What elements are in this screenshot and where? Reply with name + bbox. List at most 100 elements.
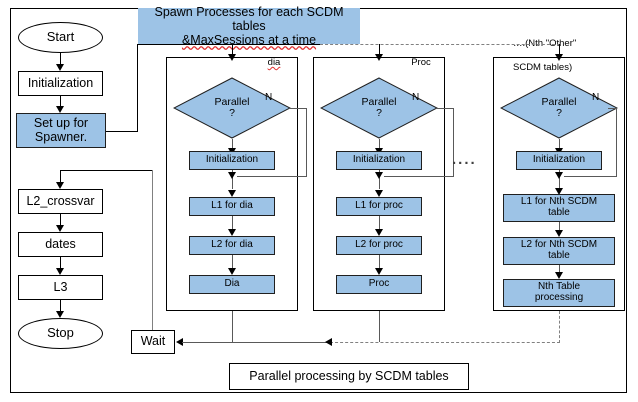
nth-l2-to-final xyxy=(559,265,560,277)
dia-l2-to-dia xyxy=(232,255,233,271)
node-stop: Stop xyxy=(18,318,103,349)
arrowhead-wait-left xyxy=(176,338,183,346)
node-nth-l2: L2 for Nth SCDM table xyxy=(503,237,615,265)
proc-init-to-l1 xyxy=(379,170,380,189)
group-label-dia-text: dia xyxy=(267,57,281,68)
arrowhead-nth-l1 xyxy=(555,188,563,195)
dia-yes-branch xyxy=(232,139,233,151)
nth-l1-to-l2 xyxy=(559,222,560,234)
decision-proc-label-wrap: Parallel ? xyxy=(334,86,424,130)
node-nth-l2-label: L2 for Nth SCDM table xyxy=(520,239,598,261)
node-l2-crossvar: L2_crossvar xyxy=(18,189,103,214)
node-dia-l1-label: L1 for dia xyxy=(211,200,253,212)
decision-diamond-nth xyxy=(500,77,618,139)
connector-start-to-init xyxy=(60,53,61,66)
return-dia-down xyxy=(232,311,233,342)
arrowhead-proc-final xyxy=(375,268,383,275)
proc-no-branch-return xyxy=(384,176,454,177)
dia-no-branch-v xyxy=(306,108,307,176)
distribution-line-left xyxy=(137,44,321,45)
arrowhead-proc-l1 xyxy=(375,190,383,197)
decision-nth-label: Parallel ? xyxy=(541,95,577,119)
node-initialization-label: Initialization xyxy=(27,75,94,90)
node-wait-label: Wait xyxy=(140,334,166,349)
nth-init-to-l1 xyxy=(559,170,560,189)
connector-wait-up xyxy=(152,170,153,330)
decision-diamond-dia xyxy=(173,77,291,139)
node-proc-l1: L1 for proc xyxy=(336,197,422,216)
group-label-proc-text: Proc xyxy=(411,57,431,68)
arrowhead-nth-l2 xyxy=(555,230,563,237)
nth-other-note-line2: SCDM tables) xyxy=(513,61,573,73)
node-dia-l1: L1 for dia xyxy=(189,197,275,216)
decision-nth-label-wrap: Parallel ? xyxy=(514,86,604,130)
node-dia-l2: L2 for dia xyxy=(189,236,275,255)
arrowhead-proc-merge xyxy=(375,172,383,179)
nth-other-note: ….(Nth "Other" SCDM tables) xyxy=(513,26,625,74)
node-proc-initialization: Initialization xyxy=(336,151,422,170)
dia-no-branch-return xyxy=(237,176,307,177)
dia-l1-to-l2 xyxy=(232,216,233,232)
arrowhead-proc-l2 xyxy=(375,229,383,236)
connector-wait-feedback-down xyxy=(60,170,61,184)
connector-setup-right xyxy=(106,131,138,132)
return-proc-down xyxy=(379,311,380,342)
node-nth-initialization: Initialization xyxy=(516,151,602,170)
node-dia-l2-label: L2 for dia xyxy=(211,239,253,251)
connector-wait-feedback-h xyxy=(60,170,153,171)
node-l3-label: L3 xyxy=(53,279,68,294)
arrowhead-nth-final xyxy=(555,272,563,279)
decision-proc-no-label: N xyxy=(412,92,420,103)
arrowhead-dia-final xyxy=(228,268,236,275)
nth-no-branch-h xyxy=(608,108,617,109)
node-nth-l1-label: L1 for Nth SCDM table xyxy=(520,196,598,218)
proc-no-branch-h xyxy=(437,108,454,109)
return-nth-down-dashed xyxy=(559,311,560,343)
columns-ellipsis: .... xyxy=(452,151,477,168)
footer-parallel-processing: Parallel processing by SCDM tables xyxy=(229,363,469,390)
arrowhead-dia-l2 xyxy=(228,229,236,236)
node-l3: L3 xyxy=(18,275,103,300)
spawn-banner-line2: &MaxSessions at a time xyxy=(181,33,317,47)
node-dates-label: dates xyxy=(45,236,76,251)
node-dia-final-label: Dia xyxy=(224,278,240,290)
node-setup-spawner: Set up for Spawner. xyxy=(16,113,106,148)
node-start-label: Start xyxy=(46,29,75,45)
arrowhead-dia-l1 xyxy=(228,190,236,197)
arrowhead-nth-merge xyxy=(555,172,563,179)
node-proc-l2-label: L2 for proc xyxy=(355,239,403,251)
connector-l3-to-stop xyxy=(60,300,61,314)
decision-dia-label: Parallel ? xyxy=(214,95,250,119)
proc-no-branch-v xyxy=(453,108,454,176)
spawn-banner: Spawn Processes for each SCDM tables &Ma… xyxy=(138,5,360,47)
node-initialization: Initialization xyxy=(18,71,103,96)
arrowhead-l3 xyxy=(56,268,64,275)
node-nth-l1: L1 for Nth SCDM table xyxy=(503,194,615,222)
decision-proc-label: Parallel ? xyxy=(361,95,397,119)
nth-no-branch-v xyxy=(616,108,617,176)
decision-dia-label-wrap: Parallel ? xyxy=(187,86,277,130)
connector-dates-to-l3 xyxy=(60,257,61,271)
drop-to-proc xyxy=(379,44,380,57)
connector-l2crossvar-to-dates xyxy=(60,214,61,228)
dia-no-branch-h xyxy=(290,108,307,109)
node-proc-final: Proc xyxy=(336,275,422,294)
node-setup-spawner-label: Set up for Spawner. xyxy=(33,116,89,144)
return-line-dia-proc xyxy=(182,342,332,343)
spawn-banner-line1: Spawn Processes for each SCDM tables xyxy=(154,5,344,33)
connector-init-to-setup xyxy=(60,96,61,109)
node-proc-final-label: Proc xyxy=(368,278,390,290)
nth-other-note-line1: ….(Nth "Other" xyxy=(513,37,577,49)
node-dia-final: Dia xyxy=(189,275,275,294)
dia-init-to-l1 xyxy=(232,170,233,189)
arrowhead-l2crossvar xyxy=(56,182,64,189)
node-l2-crossvar-label: L2_crossvar xyxy=(26,193,95,208)
node-nth-initialization-label: Initialization xyxy=(532,154,586,166)
distribution-line-dashed-right xyxy=(320,44,560,45)
return-line-nth-dashed xyxy=(330,342,560,343)
nth-no-branch-return xyxy=(564,176,617,177)
group-box-dia xyxy=(166,57,298,311)
proc-l2-to-proc xyxy=(379,255,380,271)
decision-diamond-proc xyxy=(320,77,438,139)
